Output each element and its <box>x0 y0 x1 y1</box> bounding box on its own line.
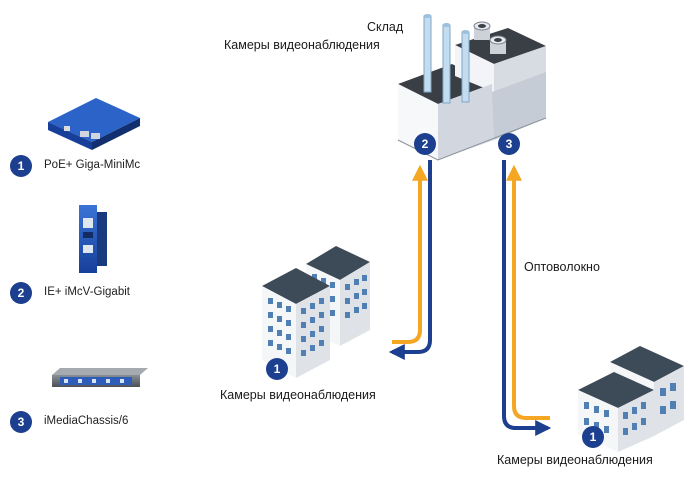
right-building-badge: 1 <box>582 426 604 448</box>
legend-label-ie-imcv-gigabit: IE+ iMcV-Gigabit <box>44 286 130 298</box>
imediachassis-device <box>52 368 148 387</box>
fiber-link-left <box>388 160 432 360</box>
right-building-caption: Камеры видеонаблюдения <box>497 453 653 467</box>
left-building-caption: Камеры видеонаблюдения <box>220 388 376 402</box>
warehouse-subtitle: Камеры видеонаблюдения <box>224 38 380 52</box>
legend-badge-1: 1 <box>10 155 32 177</box>
legend-badge-2: 2 <box>10 282 32 304</box>
warehouse-port-badge-2: 2 <box>414 133 436 155</box>
fiber-label: Оптоволокно <box>524 260 600 274</box>
legend-badge-3: 3 <box>10 411 32 433</box>
left-building-badge: 1 <box>266 358 288 380</box>
right-office-building <box>578 346 684 452</box>
left-office-building <box>262 246 370 378</box>
fiber-link-right <box>502 160 552 436</box>
ie-imcv-gigabit-device <box>79 205 107 273</box>
poe-giga-minimc-device <box>48 98 140 150</box>
legend-label-poe-giga-minimc: PoE+ Giga-MiniMc <box>44 159 141 171</box>
legend-label-imediachassis: iMediaChassis/6 <box>44 415 129 427</box>
warehouse-building <box>397 14 547 161</box>
warehouse-title: Склад <box>367 20 404 34</box>
warehouse-port-badge-3: 3 <box>498 133 520 155</box>
